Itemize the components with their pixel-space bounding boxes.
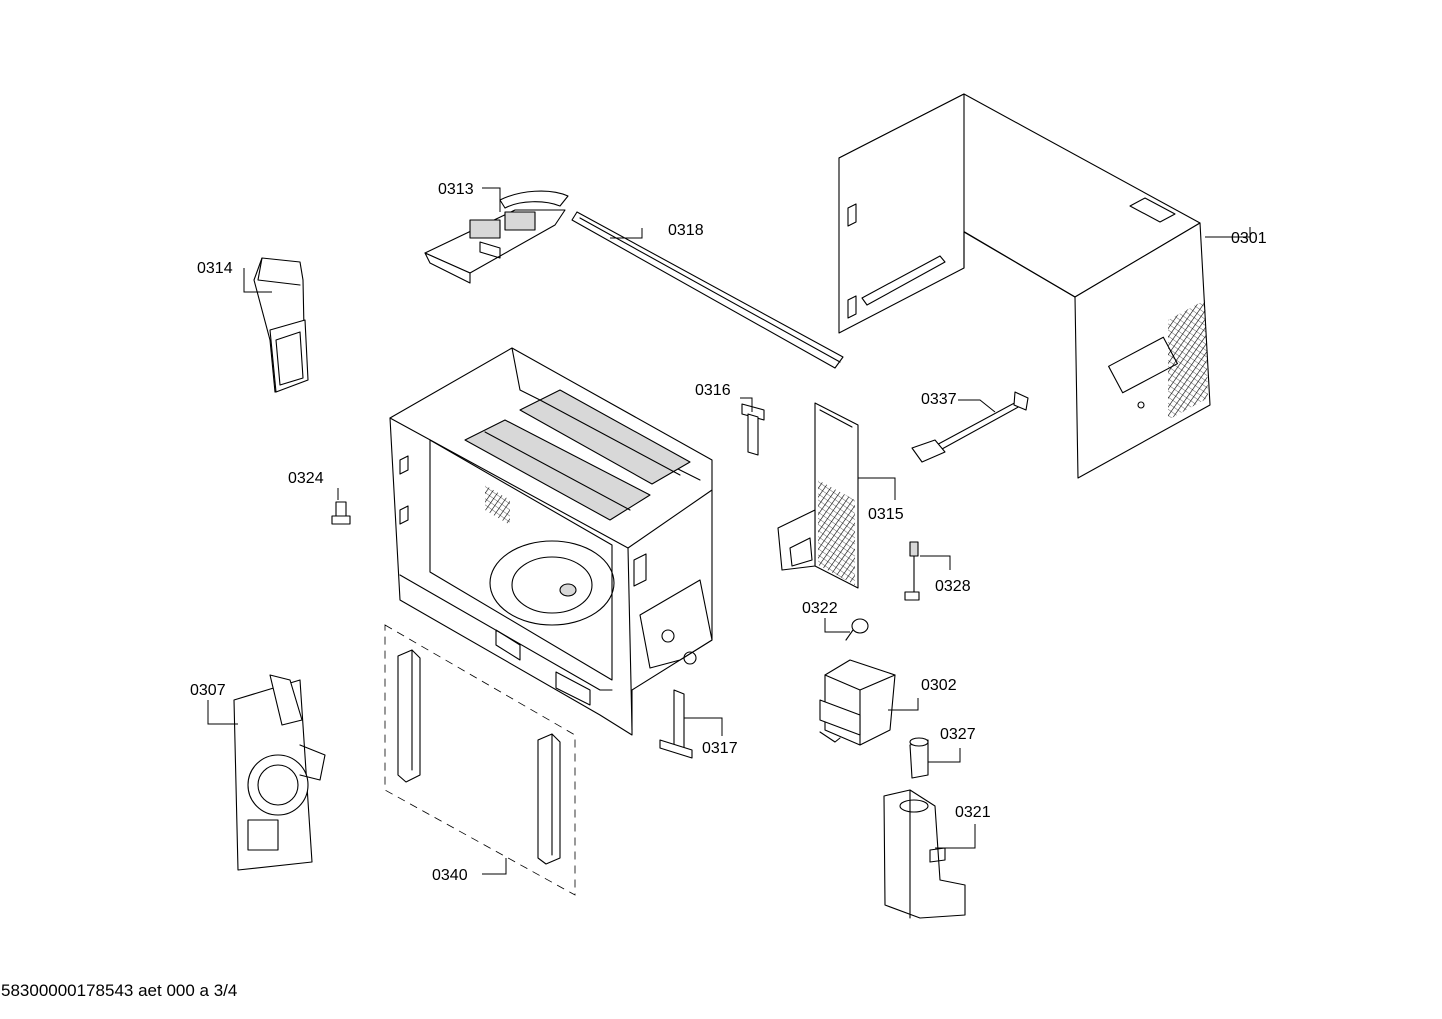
door-latch-0307 (233, 674, 326, 871)
label-0322: 0322 (802, 600, 838, 617)
label-0313: 0313 (438, 181, 474, 198)
label-0317: 0317 (702, 740, 738, 757)
label-0321: 0321 (955, 804, 991, 821)
cable-0328 (904, 541, 920, 601)
label-0314: 0314 (197, 260, 233, 277)
duct-0314 (253, 257, 309, 393)
door-seals-0340 (384, 624, 576, 896)
label-0328: 0328 (935, 578, 971, 595)
label-0337: 0337 (921, 391, 957, 408)
label-0315: 0315 (868, 506, 904, 523)
label-0302: 0302 (921, 677, 957, 694)
outer-casing-0301 (838, 93, 1211, 479)
housing-0321 (883, 789, 966, 919)
label-0301: 0301 (1231, 230, 1267, 247)
document-reference: 58300000178543 aet 000 a 3/4 (1, 981, 238, 1000)
part-labels: 0301 0302 0307 0313 0314 0315 0316 0317 … (190, 181, 1267, 884)
power-cord-0337 (911, 391, 1029, 463)
air-duct-0313 (424, 190, 569, 284)
transformer-0302 (819, 659, 896, 746)
bracket-0316 (741, 403, 765, 456)
label-0327: 0327 (940, 726, 976, 743)
leader-lines (207, 187, 1251, 875)
label-0316: 0316 (695, 382, 731, 399)
label-0324: 0324 (288, 470, 324, 487)
screw-0324 (331, 501, 351, 525)
capacitor-0327 (909, 737, 929, 779)
bracket-0317 (659, 689, 693, 759)
rail-0318 (571, 211, 844, 369)
fuse-0322 (845, 618, 869, 641)
label-0307: 0307 (190, 682, 226, 699)
control-panel-0315 (777, 402, 859, 589)
oven-cavity-chassis (389, 347, 713, 736)
label-0340: 0340 (432, 867, 468, 884)
label-0318: 0318 (668, 222, 704, 239)
